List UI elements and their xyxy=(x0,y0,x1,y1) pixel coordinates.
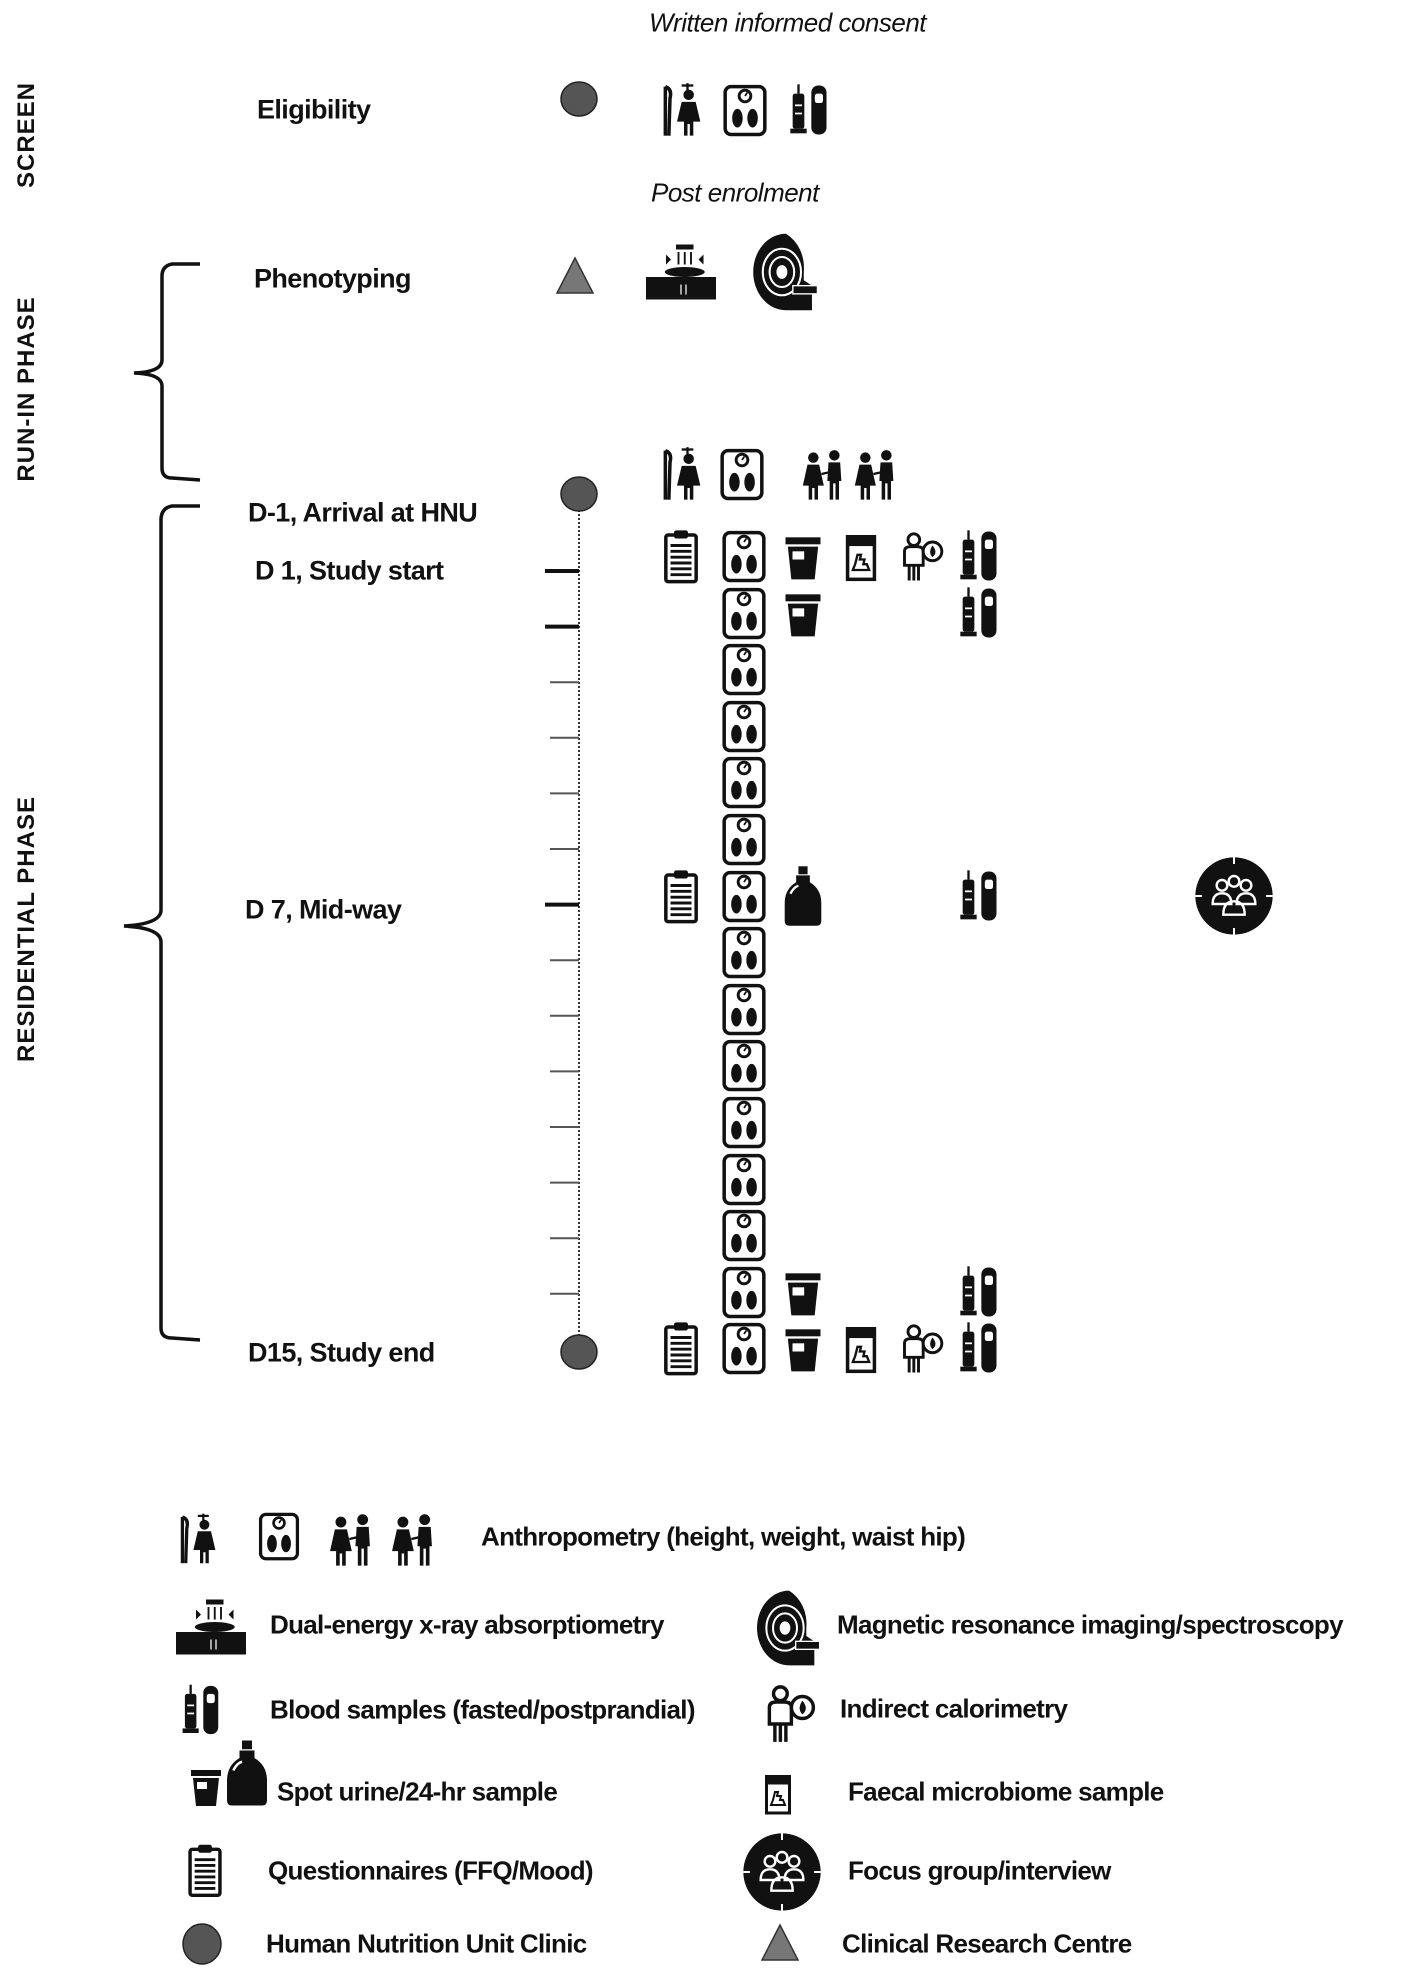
crc-marker-phenotyping xyxy=(555,256,595,294)
weight-scale-icon xyxy=(719,528,769,584)
waist-hip-icon xyxy=(328,1510,378,1568)
weight-scale-icon xyxy=(719,924,769,980)
weight-scale-icon xyxy=(719,981,769,1037)
blood-sample-icon xyxy=(784,82,834,138)
hnu-clinic-marker-study-end xyxy=(560,1334,598,1370)
weight-scale-icon xyxy=(720,82,770,138)
weight-scale-icon xyxy=(719,754,769,810)
legend-calorimetry: Indirect calorimetry xyxy=(840,1693,1068,1724)
urine-jug-icon xyxy=(222,1734,272,1812)
blood-sample-icon xyxy=(954,1320,1004,1376)
calorimetry-icon xyxy=(895,1320,949,1376)
faecal-sample-icon xyxy=(758,1764,798,1822)
height-icon xyxy=(659,446,709,502)
phase-braces xyxy=(123,262,201,1342)
blood-sample-icon xyxy=(954,1264,1004,1320)
hnu-clinic-marker-arrival xyxy=(560,476,598,512)
weight-scale-icon xyxy=(719,1264,769,1320)
calorimetry-icon xyxy=(762,1680,818,1746)
crc-marker-legend xyxy=(760,1923,800,1961)
weight-scale-icon xyxy=(719,1037,769,1093)
residential-brace xyxy=(123,504,201,1342)
post-enrolment-note: Post enrolment xyxy=(651,177,819,208)
focus-group-icon xyxy=(1194,856,1274,936)
milestone-arrival: D-1, Arrival at HNU xyxy=(248,497,478,528)
blood-sample-icon xyxy=(954,585,1004,641)
timeline-ticks xyxy=(545,569,579,1295)
weight-scale-icon xyxy=(719,1320,769,1376)
milestone-phenotyping: Phenotyping xyxy=(254,263,411,294)
urine-cup-icon xyxy=(778,1264,828,1320)
dexa-icon xyxy=(172,1597,250,1657)
legend-crc: Clinical Research Centre xyxy=(842,1928,1132,1959)
weight-scale-icon xyxy=(719,698,769,754)
hnu-clinic-marker-legend xyxy=(182,1923,222,1965)
urine-cup-icon xyxy=(778,585,828,641)
urine-cup-icon xyxy=(778,1320,828,1376)
milestone-study-start: D 1, Study start xyxy=(255,555,444,586)
mri-icon xyxy=(752,1588,826,1668)
legend-focus-group: Focus group/interview xyxy=(848,1855,1111,1886)
timeline xyxy=(545,81,598,1370)
weight-scale-icon xyxy=(719,1207,769,1263)
milestone-mid-way: D 7, Mid-way xyxy=(245,894,402,925)
faecal-sample-icon xyxy=(836,1320,886,1376)
mri-icon xyxy=(748,231,824,313)
questionnaire-icon xyxy=(656,1320,706,1376)
blood-sample-icon xyxy=(954,528,1004,584)
weight-scale-icon xyxy=(719,641,769,697)
legend-anthropometry: Anthropometry (height, weight, waist hip… xyxy=(481,1521,966,1552)
milestone-eligibility: Eligibility xyxy=(257,94,371,125)
milestone-study-end: D15, Study end xyxy=(248,1337,435,1368)
hnu-clinic-marker-eligibility xyxy=(560,81,598,117)
urine-cup-icon xyxy=(186,1760,226,1812)
dexa-icon xyxy=(642,242,720,302)
height-icon xyxy=(659,82,709,138)
weight-scale-icon xyxy=(719,1094,769,1150)
questionnaire-icon xyxy=(656,868,706,924)
height-icon xyxy=(178,1510,222,1568)
waist-hip-icon xyxy=(800,446,850,502)
legend-dexa: Dual-energy x-ray absorptiometry xyxy=(270,1609,664,1640)
waist-hip-icon xyxy=(852,446,902,502)
faecal-sample-icon xyxy=(836,528,886,584)
waist-hip-icon xyxy=(390,1510,440,1568)
consent-note: Written informed consent xyxy=(649,7,927,38)
urine-jug-icon xyxy=(779,864,827,928)
calorimetry-icon xyxy=(895,528,949,584)
legend-hnu-clinic: Human Nutrition Unit Clinic xyxy=(266,1928,587,1959)
legend-urine: Spot urine/24-hr sample xyxy=(277,1776,558,1807)
run-in-brace xyxy=(133,262,201,482)
blood-sample-icon xyxy=(178,1678,224,1742)
legend-questionnaires: Questionnaires (FFQ/Mood) xyxy=(268,1855,594,1886)
focus-group-icon xyxy=(742,1832,822,1912)
legend-mri: Magnetic resonance imaging/spectroscopy xyxy=(837,1609,1344,1640)
questionnaire-icon xyxy=(182,1840,228,1900)
urine-cup-icon xyxy=(778,528,828,584)
weight-scale-icon xyxy=(719,585,769,641)
legend-faecal: Faecal microbiome sample xyxy=(848,1776,1164,1807)
questionnaire-icon xyxy=(656,528,706,584)
blood-sample-icon xyxy=(954,868,1004,924)
weight-scale-icon xyxy=(719,1151,769,1207)
weight-scale-icon xyxy=(254,1510,304,1562)
weight-scale-icon xyxy=(719,868,769,924)
legend-blood: Blood samples (fasted/postprandial) xyxy=(270,1694,695,1725)
weight-scale-icon xyxy=(719,811,769,867)
weight-scale-icon xyxy=(717,446,767,502)
